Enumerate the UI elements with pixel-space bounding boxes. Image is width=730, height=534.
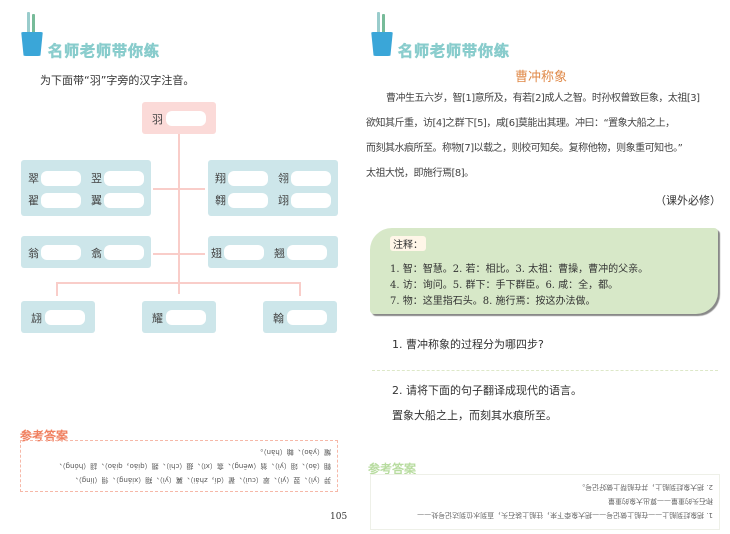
answer-slot[interactable] bbox=[104, 245, 144, 260]
answer-slot[interactable] bbox=[291, 193, 331, 208]
instruction: 为下面带“羽”字旁的汉字注音。 bbox=[40, 74, 195, 87]
char: 翅 bbox=[211, 247, 222, 260]
passage-line: 欲知其斤重，访[4]之群下[5]，咸[6]莫能出其理。冲曰：“置象大船之上， bbox=[366, 118, 675, 129]
answer-line: 称石头的重量——算出大象的重量 bbox=[608, 497, 713, 505]
answer-slot[interactable] bbox=[291, 171, 331, 186]
root-char: 羽 bbox=[152, 113, 163, 126]
passage-line: 太祖大悦，即施行焉[8]。 bbox=[366, 168, 474, 179]
char: 翼 bbox=[91, 194, 102, 207]
group-top-left: 翠 翌 翟 翼 bbox=[21, 160, 151, 216]
answer-slot[interactable] bbox=[41, 171, 81, 186]
root-box: 羽 bbox=[142, 102, 216, 134]
passage-title: 曹冲称象 bbox=[515, 70, 568, 85]
answer-line: 翱（áo）、翊（yì）、翁（wēng）、翕（xī）、翅（chì）、翘（qiáo，… bbox=[55, 462, 331, 470]
answer-box: 羿（yì）、翌（yì）、翠（cuì）、翟（dí，zhái）、翼（yì）、翔（xi… bbox=[20, 440, 338, 492]
answer-line: 耀（yào）、翰（hàn）。 bbox=[256, 448, 331, 456]
char: 翊 bbox=[278, 194, 289, 207]
pen-icon bbox=[27, 12, 30, 34]
answer-slot[interactable] bbox=[166, 111, 206, 126]
notes-box: 注释： 1. 智：智慧。2. 若：相比。3. 太祖：曹操，曹冲的父亲。 4. 访… bbox=[370, 228, 718, 314]
char: 耀 bbox=[152, 312, 163, 325]
answer-slot[interactable] bbox=[228, 171, 268, 186]
answer-title: 参考答案 bbox=[20, 429, 69, 443]
passage-line: 而刻其水痕所至。称物[7]以载之，则校可知矣。复称他物，则象重可知也。” bbox=[366, 143, 683, 154]
char: 翰 bbox=[273, 312, 284, 325]
group-mid-left: 翁 翕 bbox=[21, 236, 151, 268]
question-1: 1. 曹冲称象的过程分为哪四步? bbox=[392, 338, 544, 351]
answer-slot[interactable] bbox=[228, 193, 268, 208]
char: 翁 bbox=[28, 247, 39, 260]
group-top-right: 翔 翎 翱 翊 bbox=[208, 160, 338, 216]
note-line: 4. 访：询问。5. 群下：手下群臣。6. 咸：全，都。 bbox=[390, 280, 619, 291]
pen-cup-icon bbox=[21, 32, 43, 56]
pen-icon bbox=[32, 14, 35, 36]
answer-slot[interactable] bbox=[41, 245, 81, 260]
arrow bbox=[153, 253, 205, 255]
answer-slot[interactable] bbox=[104, 171, 144, 186]
answer-slot[interactable] bbox=[41, 193, 81, 208]
pen-icon bbox=[382, 14, 385, 36]
pen-cup-icon bbox=[371, 32, 393, 56]
answer-line[interactable] bbox=[372, 370, 718, 371]
answer-title: 参考答案 bbox=[368, 462, 417, 476]
char: 翎 bbox=[278, 172, 289, 185]
connector bbox=[56, 282, 58, 296]
char: 翌 bbox=[91, 172, 102, 185]
group-mid-right: 翅 翘 bbox=[208, 236, 338, 268]
source: （课外必修） bbox=[655, 194, 721, 207]
passage-line: 曹冲生五六岁，智[1]意所及，有若[2]成人之智。时孙权曾致巨象，太祖[3] bbox=[386, 93, 700, 104]
char: 翕 bbox=[91, 247, 102, 260]
connector bbox=[56, 282, 300, 284]
bottom-box-3: 翰 bbox=[263, 301, 337, 333]
bottom-box-2: 耀 bbox=[142, 301, 216, 333]
char: 翟 bbox=[28, 194, 39, 207]
banner-title: 名师老师带你练 bbox=[48, 42, 161, 61]
connector bbox=[178, 134, 180, 294]
answer-line: 2. 把大象赶到船上，并在船帮上做好记号。 bbox=[578, 483, 713, 491]
note-line: 1. 智：智慧。2. 若：相比。3. 太祖：曹操，曹冲的父亲。 bbox=[390, 264, 649, 275]
char: 翱 bbox=[215, 194, 226, 207]
note-line: 7. 物：这里指石头。8. 施行焉：按这办法做。 bbox=[390, 296, 596, 307]
pen-icon bbox=[377, 12, 380, 34]
arrow bbox=[153, 188, 205, 190]
char: 翠 bbox=[28, 172, 39, 185]
char: 翃 bbox=[31, 312, 42, 325]
char: 翘 bbox=[274, 247, 285, 260]
notes-label: 注释： bbox=[390, 236, 426, 251]
question-2-sentence: 置象大船之上，而刻其水痕所至。 bbox=[392, 409, 557, 422]
answer-slot[interactable] bbox=[224, 245, 264, 260]
bottom-box-1: 翃 bbox=[21, 301, 95, 333]
answer-line: 1. 把象赶到船上——在船上做记号——把大象牵下来，往船上装石头，直到水位到达记… bbox=[417, 511, 713, 519]
connector bbox=[299, 282, 301, 296]
answer-slot[interactable] bbox=[166, 310, 206, 325]
answer-slot[interactable] bbox=[287, 310, 327, 325]
answer-box: 1. 把象赶到船上——在船上做记号——把大象牵下来，往船上装石头，直到水位到达记… bbox=[370, 474, 720, 530]
page-number: 105 bbox=[330, 512, 348, 522]
answer-line: 羿（yì）、翌（yì）、翠（cuì）、翟（dí，zhái）、翼（yì）、翔（xi… bbox=[71, 476, 331, 484]
question-2: 2. 请将下面的句子翻译成现代的语言。 bbox=[392, 384, 582, 397]
answer-slot[interactable] bbox=[287, 245, 327, 260]
char: 翔 bbox=[215, 172, 226, 185]
banner-title: 名师老师带你练 bbox=[398, 42, 511, 61]
answer-slot[interactable] bbox=[45, 310, 85, 325]
answer-slot[interactable] bbox=[104, 193, 144, 208]
